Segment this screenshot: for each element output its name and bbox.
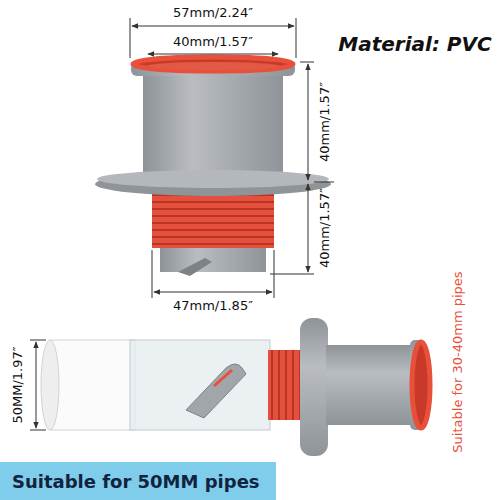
drawing-stroke xyxy=(30,340,46,341)
dimension-text: 47mm/1.85″ xyxy=(173,299,253,314)
drawing-stroke xyxy=(300,62,314,63)
pipe-note: Suitable for 30-40mm pipes xyxy=(451,271,466,452)
drawing-stroke xyxy=(308,184,309,272)
drawing-stroke xyxy=(50,340,135,430)
dimension-text: 40mm/1.57″ xyxy=(318,82,333,162)
fitting-in-pipe xyxy=(41,318,430,456)
drawing-stroke xyxy=(152,193,274,248)
dimension-text: 40mm/1.57″ xyxy=(318,188,333,268)
drawing-stroke xyxy=(160,246,266,272)
drawing-stroke xyxy=(308,64,309,180)
drawing-stroke xyxy=(412,342,430,428)
drawing-stroke xyxy=(152,250,153,298)
material-note: Material: PVC xyxy=(338,33,491,56)
drawing-stroke xyxy=(268,350,302,420)
drawing-stroke xyxy=(132,26,294,27)
drawing-stroke xyxy=(214,370,232,386)
drawing-stroke xyxy=(314,182,334,183)
drawing-stroke xyxy=(178,258,212,276)
drawing-stroke xyxy=(147,62,279,70)
dimension-text: 50MM/1.97″ xyxy=(11,346,26,423)
drawing-stroke xyxy=(30,430,46,431)
dimension-text: 40mm/1.57″ xyxy=(173,35,253,50)
drawing-stroke xyxy=(130,340,270,430)
pipe-size-banner: Suitable for 50MM pipes xyxy=(0,462,276,500)
drawing-stroke xyxy=(41,340,59,430)
drawing-stroke xyxy=(130,18,131,58)
drawing-stroke xyxy=(186,364,246,418)
drawing-stroke xyxy=(148,54,278,55)
drawing-stroke xyxy=(326,345,418,425)
drawing-stroke xyxy=(97,170,329,188)
drawing-stroke xyxy=(154,292,272,293)
dimension-lines xyxy=(130,18,334,298)
drawing-stroke xyxy=(36,342,37,428)
drawing-stroke xyxy=(296,18,297,58)
fitting-upright xyxy=(95,57,331,276)
drawing-stroke xyxy=(300,318,328,456)
dimension-lines xyxy=(30,340,46,430)
drawing-stroke xyxy=(270,274,314,275)
drawing-stroke xyxy=(143,70,283,180)
drawing-stroke xyxy=(274,250,275,298)
drawing-stroke xyxy=(133,57,293,71)
banner-text: Suitable for 50MM pipes xyxy=(12,471,276,492)
dimension-text: 57mm/2.24″ xyxy=(173,6,253,21)
